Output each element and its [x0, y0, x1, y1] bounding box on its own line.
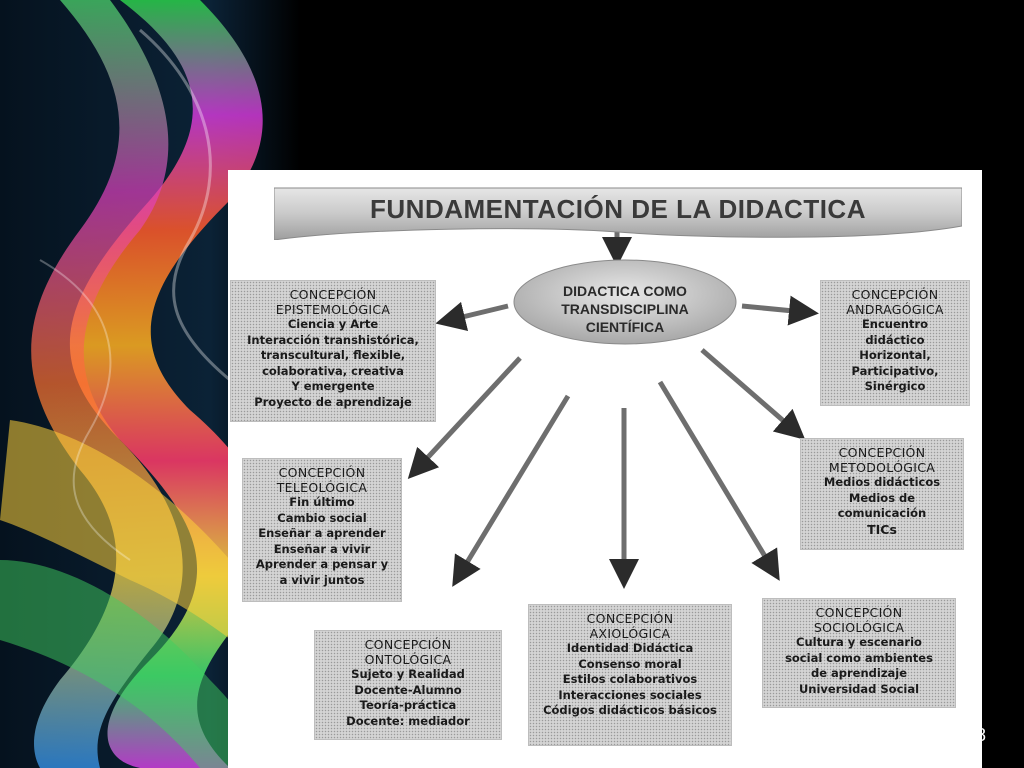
title-banner: FUNDAMENTACIÓN DE LA DIDACTICA	[274, 184, 962, 240]
connector-arrows	[407, 232, 819, 589]
node-line: Sinérgico	[864, 379, 926, 393]
center-line: TRANSDISCIPLINA	[561, 301, 689, 317]
node-line: social como ambientes	[785, 650, 933, 665]
node-sociologica: CONCEPCIÓN SOCIOLÓGICA Cultura y escenar…	[762, 598, 956, 708]
node-line: Códigos didácticos básicos	[543, 703, 717, 717]
node-heading: CONCEPCIÓN	[838, 445, 926, 460]
node-line: Interacciones sociales	[558, 687, 702, 702]
center-ellipse-shape	[513, 259, 737, 345]
node-line: Cambio social	[277, 510, 367, 525]
node-heading: AXIOLÓGICA	[589, 626, 671, 641]
arrow-to-metodologica	[700, 348, 806, 440]
node-line: Proyecto de aprendizaje	[254, 394, 412, 409]
node-line: de aprendizaje	[810, 666, 908, 680]
arrow-to-sociologica	[657, 380, 780, 581]
node-line: Fin último	[289, 495, 355, 509]
center-node-text: DIDACTICA COMO TRANSDISCIPLINA CIENTÍFIC…	[512, 282, 738, 336]
node-line: comunicación	[837, 506, 927, 520]
node-ontologica: CONCEPCIÓN ONTOLÓGICA Sujeto y Realidad …	[314, 630, 502, 740]
node-line: Sujeto y Realidad	[351, 667, 465, 681]
center-line: DIDACTICA COMO	[563, 283, 687, 299]
node-heading: SOCIOLÓGICA	[813, 620, 905, 635]
title-banner-shape	[274, 187, 962, 240]
node-line: Medios de	[848, 490, 916, 505]
node-axiologica: CONCEPCIÓN AXIOLÓGICA Identidad Didáctic…	[528, 604, 732, 746]
node-heading: CONCEPCIÓN	[851, 287, 939, 302]
center-node: DIDACTICA COMO TRANSDISCIPLINA CIENTÍFIC…	[512, 258, 738, 346]
node-heading: CONCEPCIÓN	[586, 611, 674, 626]
node-line: a vivir juntos	[279, 572, 365, 587]
node-heading: TELEOLÓGICA	[276, 480, 368, 495]
node-line: Y emergente	[291, 379, 375, 393]
node-line: Medios didácticos	[823, 475, 941, 489]
node-heading: METODOLÓGICA	[828, 460, 936, 475]
node-line: Universidad Social	[798, 681, 920, 696]
node-line: Docente: mediador	[346, 713, 470, 728]
center-line: CIENTÍFICA	[585, 319, 665, 335]
node-heading: ONTOLÓGICA	[364, 652, 452, 667]
node-line: Docente-Alumno	[354, 682, 462, 697]
node-andragogica: CONCEPCIÓN ANDRAGÓGICA Encuentro didácti…	[820, 280, 970, 406]
node-line: TICs	[867, 521, 897, 537]
node-line: Horizontal,	[859, 348, 931, 362]
node-heading: CONCEPCIÓN	[289, 287, 377, 302]
node-heading: ANDRAGÓGICA	[846, 302, 944, 317]
arrow-to-andragogica	[741, 295, 819, 326]
arrow-to-epistemologica	[435, 301, 509, 332]
node-line: Participativo,	[851, 363, 939, 378]
node-line: Identidad Didáctica	[566, 641, 694, 655]
node-line: Aprender a pensar y	[255, 557, 389, 571]
node-epistemologica: CONCEPCIÓN EPISTEMOLÓGICA Ciencia y Arte…	[230, 280, 436, 422]
node-metodologica: CONCEPCIÓN METODOLÓGICA Medios didáctico…	[800, 438, 964, 550]
arrow-to-ontologica	[452, 394, 571, 587]
node-line: Interacción transhistórica,	[247, 332, 419, 347]
diagram-panel: FUNDAMENTACIÓN DE LA DIDACTICA DIDACTICA…	[228, 170, 982, 768]
node-heading: CONCEPCIÓN	[364, 637, 452, 652]
node-line: Ciencia y Arte	[287, 317, 379, 331]
diagram-title: FUNDAMENTACIÓN DE LA DIDACTICA	[370, 194, 866, 224]
node-line: Enseñar a aprender	[258, 526, 386, 540]
node-line: didáctico	[865, 332, 925, 347]
node-heading: CONCEPCIÓN	[278, 465, 366, 480]
node-line: colaborativa, creativa	[262, 363, 404, 378]
node-line: transcultural, flexible,	[260, 348, 406, 362]
node-line: Enseñar a vivir	[273, 541, 371, 556]
node-line: Teoría-práctica	[359, 698, 457, 712]
node-line: Cultura y escenario	[796, 635, 922, 649]
node-line: Estilos colaborativos	[562, 672, 698, 686]
node-heading: CONCEPCIÓN	[815, 605, 903, 620]
node-line: Consenso moral	[578, 656, 682, 671]
node-teleologica: CONCEPCIÓN TELEOLÓGICA Fin último Cambio…	[242, 458, 402, 602]
node-heading: EPISTEMOLÓGICA	[275, 302, 391, 317]
arrow-to-teleologica	[407, 356, 522, 479]
node-line: Encuentro	[861, 317, 929, 331]
